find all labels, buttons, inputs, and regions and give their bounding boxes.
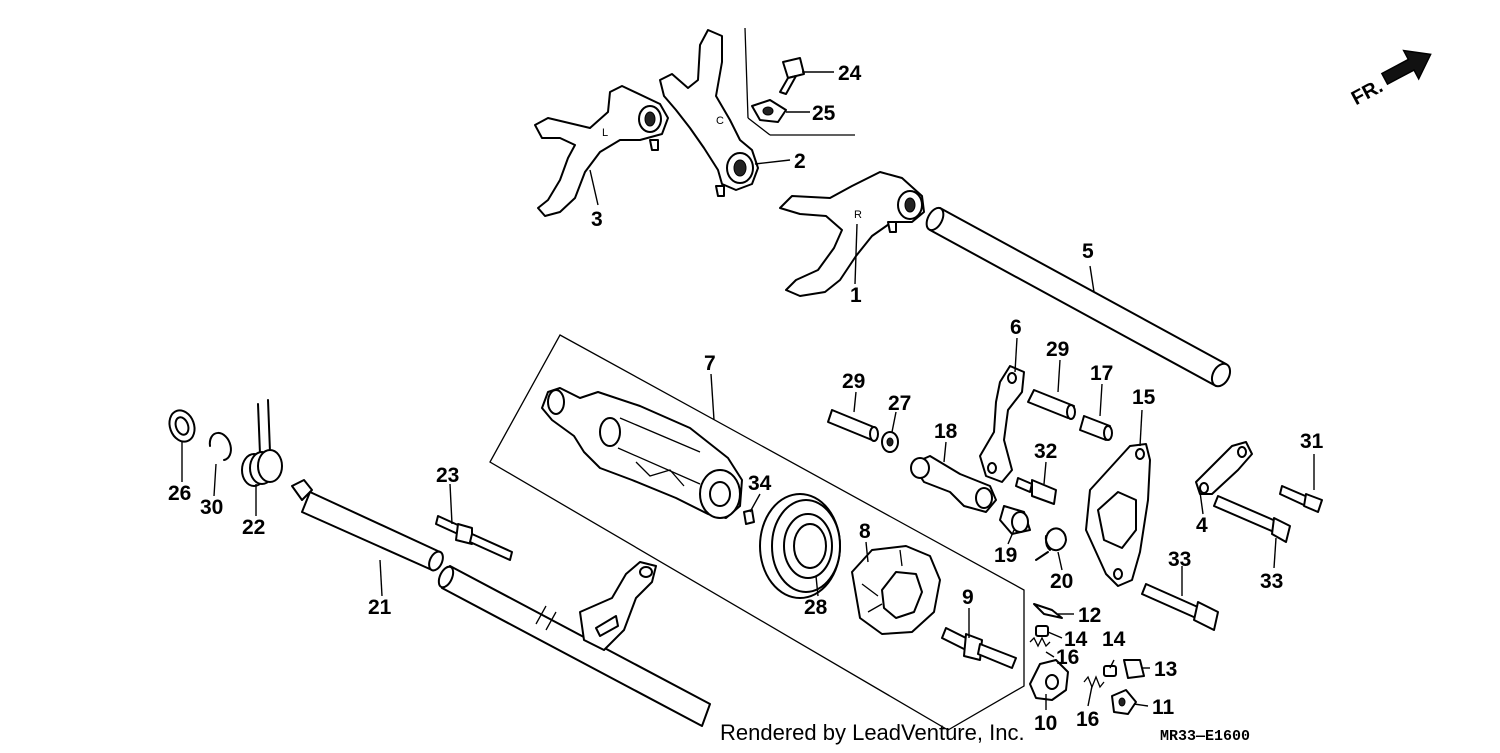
cap-14-left (1035, 625, 1049, 637)
label-9: 9 (962, 586, 974, 609)
label-5: 5 (1082, 240, 1094, 263)
collar-19 (999, 505, 1031, 535)
label-29-right: 29 (1046, 338, 1069, 361)
fork-mark-r: R (854, 209, 862, 221)
label-25: 25 (812, 102, 836, 125)
shift-fork-2: C (659, 29, 759, 197)
part-labels: 1 2 3 4 5 6 7 8 9 10 11 12 13 14 14 15 1… (168, 62, 1324, 735)
bolt-33-lower (1141, 583, 1219, 631)
collar-29-left (827, 409, 879, 442)
fork-mark-c: C (716, 115, 724, 127)
label-10: 10 (1034, 712, 1057, 735)
drum-assembly-frame (489, 334, 1025, 731)
label-21: 21 (368, 596, 392, 619)
label-30: 30 (200, 496, 223, 519)
guide-13 (1123, 659, 1145, 679)
shift-shaft-21 (291, 479, 711, 727)
label-12: 12 (1078, 604, 1101, 627)
label-31: 31 (1300, 430, 1324, 453)
label-23: 23 (436, 464, 459, 487)
washer-26 (168, 409, 196, 443)
front-arrow-icon (1380, 49, 1432, 86)
label-34: 34 (748, 472, 772, 495)
label-1: 1 (850, 284, 862, 307)
washer-27 (881, 431, 899, 453)
shift-fork-1: R (779, 171, 925, 297)
bolt-11 (1111, 689, 1137, 715)
label-16-right: 16 (1076, 708, 1099, 731)
bolt-23 (435, 515, 513, 561)
shift-drum-7 (541, 387, 743, 519)
bolt-31 (1279, 485, 1323, 513)
label-17: 17 (1090, 362, 1113, 385)
front-direction-indicator: FR. (1348, 49, 1432, 110)
return-spring-22 (241, 399, 283, 487)
fork-shaft-5 (925, 206, 1232, 388)
label-7: 7 (704, 352, 716, 375)
label-4: 4 (1196, 514, 1208, 537)
label-18: 18 (934, 420, 958, 443)
label-14-right: 14 (1102, 628, 1126, 651)
bearing-28 (759, 493, 841, 599)
spring-16-left (1029, 636, 1051, 648)
label-19: 19 (994, 544, 1017, 567)
label-24: 24 (838, 62, 862, 85)
label-33-right: 33 (1260, 570, 1283, 593)
rendered-by-credit: Rendered by LeadVenture, Inc. (720, 720, 1025, 745)
circlip-30 (208, 431, 232, 461)
bolt-33-upper (1213, 495, 1291, 543)
label-27: 27 (888, 392, 911, 415)
shift-fork-3: L (534, 85, 669, 217)
cap-14-right (1103, 665, 1117, 677)
plate-6 (979, 365, 1025, 483)
bolt-24 (779, 57, 805, 95)
bolt-9 (941, 627, 1017, 669)
plate-12 (1033, 603, 1063, 619)
plate-4 (1195, 441, 1253, 495)
label-32: 32 (1034, 440, 1057, 463)
shift-cam-10 (1029, 659, 1069, 701)
fork-mark-l: L (602, 127, 608, 139)
label-11: 11 (1152, 696, 1175, 719)
upper-frame (744, 27, 855, 136)
spring-20 (1035, 527, 1067, 561)
collar-29-right (1027, 389, 1076, 420)
collar-17 (1079, 415, 1113, 441)
stopper-arm-18 (910, 455, 997, 513)
leader-lines (181, 71, 1315, 710)
diagram-code: MR33—E1600 (1160, 728, 1250, 745)
label-29-left: 29 (842, 370, 865, 393)
label-6: 6 (1010, 316, 1022, 339)
label-20: 20 (1050, 570, 1073, 593)
clip-25 (751, 99, 787, 123)
bolt-32 (1015, 477, 1057, 505)
label-14-left: 14 (1064, 628, 1088, 651)
spring-16-right (1083, 675, 1105, 689)
label-26: 26 (168, 482, 191, 505)
pin-34 (743, 509, 755, 525)
label-15: 15 (1132, 386, 1156, 409)
label-2: 2 (794, 150, 806, 173)
plate-15 (1085, 443, 1151, 587)
label-28: 28 (804, 596, 828, 619)
label-13: 13 (1154, 658, 1177, 681)
drum-center-8 (851, 545, 941, 635)
label-16-left: 16 (1056, 646, 1079, 669)
label-22: 22 (242, 516, 265, 539)
label-33-lower: 33 (1168, 548, 1191, 571)
label-3: 3 (591, 208, 603, 231)
label-8: 8 (859, 520, 871, 543)
front-label: FR. (1348, 75, 1387, 110)
